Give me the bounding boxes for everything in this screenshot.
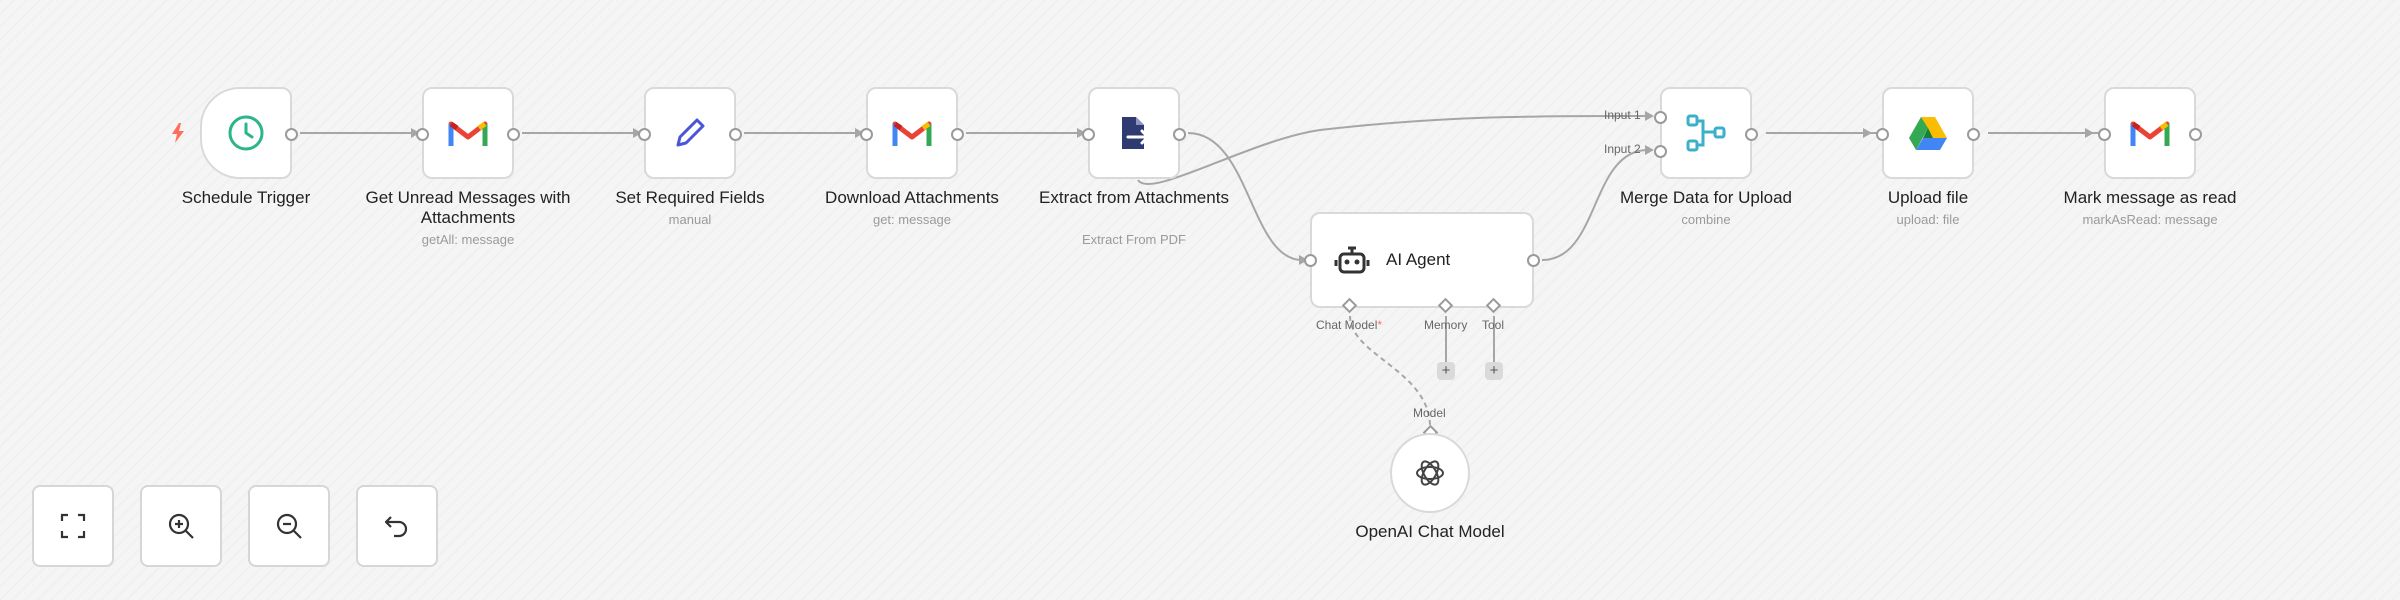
node-subtitle: upload: file [1896,212,1960,227]
gmail-icon [448,121,488,146]
add-tool-button[interactable]: + [1485,362,1503,380]
input-port-2[interactable] [1654,145,1667,158]
output-port[interactable] [2189,128,2202,141]
expand-icon [60,513,86,539]
node-label: Download Attachments [825,188,999,207]
node-download-attachments[interactable] [860,87,964,179]
output-port[interactable] [285,128,298,141]
arrow-head [1299,255,1308,265]
add-memory-button[interactable]: + [1437,362,1455,380]
undo-icon [384,516,408,538]
input-port[interactable] [1082,128,1095,141]
arrow-head [633,128,642,138]
arrow-head [1077,128,1086,138]
chat-model-label: Chat Model* [1316,318,1383,332]
merge-input-1-label: Input 1 [1604,108,1641,122]
wire-extract-to-agent [1187,132,1303,261]
node-label: Mark message as read [2063,188,2237,207]
robot-icon [1334,246,1370,274]
input-port[interactable] [860,128,873,141]
node-subtitle: markAsRead: message [2082,212,2218,227]
fit-view-button[interactable] [32,485,114,567]
node-subtitle: manual [668,212,712,227]
arrow-head [1645,145,1654,155]
wire-chat-model-to-openai [1349,315,1431,426]
file-export-icon [1122,117,1150,149]
node-subtitle: getAll: message [421,232,515,247]
node-label: Merge Data for Upload [1620,188,1792,207]
pencil-icon [676,118,705,147]
arrow-head [1863,128,1872,138]
output-port[interactable] [1967,128,1980,141]
node-label: Get Unread Messages with Attachments [365,188,571,227]
input-port-1[interactable] [1654,111,1667,124]
node-label: AI Agent [1386,250,1451,269]
model-port-label: Model [1413,406,1446,420]
gmail-icon [2130,121,2170,146]
node-upload-file[interactable] [1876,87,1980,179]
reset-zoom-button[interactable] [356,485,438,567]
input-port[interactable] [2098,128,2111,141]
input-port[interactable] [1876,128,1889,141]
merge-input-2-label: Input 2 [1604,142,1641,156]
input-port[interactable] [638,128,651,141]
wire-agent-to-merge-input2 [1541,149,1649,261]
node-set-required-fields[interactable] [638,87,742,179]
node-get-unread-messages[interactable] [416,87,520,179]
tool-label: Tool [1482,318,1505,332]
google-drive-icon [1909,117,1947,150]
merge-icon [1686,114,1726,152]
input-port[interactable] [416,128,429,141]
gmail-icon [892,121,932,146]
trigger-bolt-icon [172,123,184,143]
node-label: Schedule Trigger [181,188,311,207]
zoom-out-icon [276,513,302,539]
node-label: Upload file [1887,188,1969,207]
node-schedule-trigger[interactable] [200,87,298,179]
memory-label: Memory [1424,318,1468,332]
node-label: Extract from Attachments [1039,188,1229,207]
input-port[interactable] [1304,254,1317,267]
output-port[interactable] [1173,128,1186,141]
wire-extract-to-merge-input1 [1137,114,1649,186]
required-marker: * [1377,318,1383,332]
zoom-out-button[interactable] [248,485,330,567]
zoom-in-icon [168,513,194,539]
node-subtitle: get: message [872,212,952,227]
node-subtitle: combine [1681,212,1731,227]
output-port[interactable] [507,128,520,141]
node-extract-from-attachments[interactable] [1082,87,1186,179]
node-openai-chat-model[interactable] [1390,433,1470,513]
node-subtitle: Extract From PDF [1081,232,1186,247]
arrow-head [2085,128,2094,138]
node-ai-agent[interactable]: AI Agent [1304,212,1540,308]
node-merge-data-for-upload[interactable] [1654,87,1758,179]
output-port[interactable] [1527,254,1540,267]
arrow-head [855,128,864,138]
output-port[interactable] [951,128,964,141]
node-mark-message-as-read[interactable] [2098,87,2202,179]
clock-icon [228,115,264,151]
node-label: Set Required Fields [615,188,765,207]
arrow-head [1645,111,1654,121]
openai-icon [1416,460,1444,486]
zoom-in-button[interactable] [140,485,222,567]
output-port[interactable] [729,128,742,141]
output-port[interactable] [1745,128,1758,141]
arrow-head [411,128,420,138]
node-label: OpenAI Chat Model [1355,522,1505,541]
